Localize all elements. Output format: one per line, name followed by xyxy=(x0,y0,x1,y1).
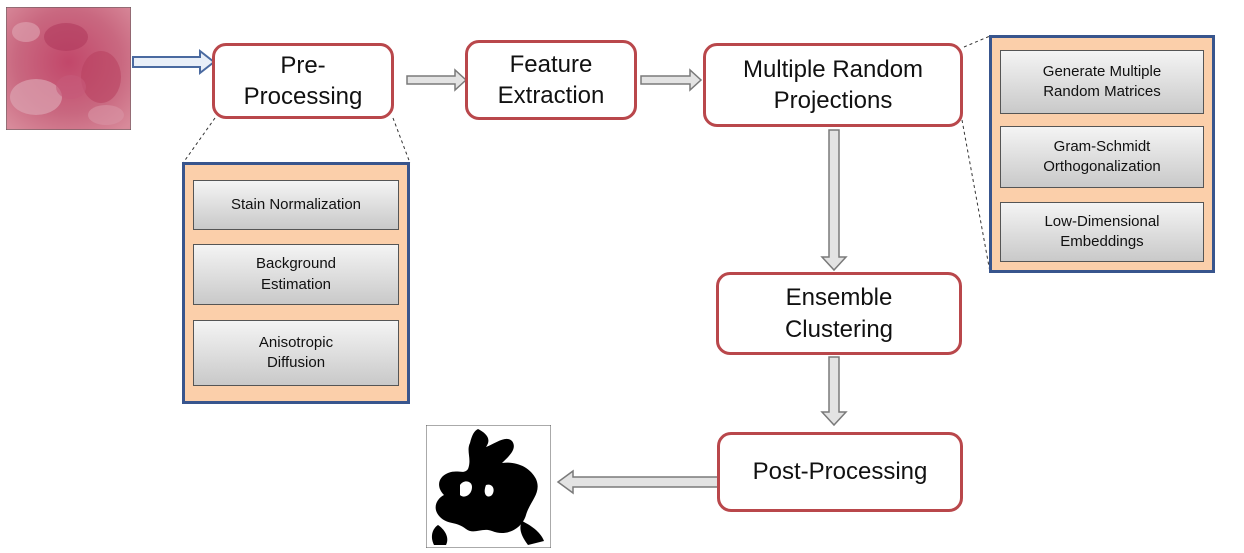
step-label: Background xyxy=(255,255,337,273)
preprocessing-detail-panel: Stain Normalization Background Estimatio… xyxy=(182,162,410,404)
node-label: Clustering xyxy=(784,315,894,343)
arrow-projections-to-ensemble xyxy=(820,129,848,272)
node-label: Post-Processing xyxy=(752,458,928,486)
step-label: Orthogonalization xyxy=(1043,158,1161,175)
segmentation-mask-image xyxy=(425,424,552,549)
histology-tissue-image xyxy=(5,6,132,131)
node-label: Extraction xyxy=(497,82,605,109)
step-label: Low-Dimensional xyxy=(1044,212,1160,230)
callout-line xyxy=(963,35,991,48)
step-label: Stain Normalization xyxy=(230,195,362,213)
feature-extraction-node: Feature Extraction xyxy=(465,40,637,120)
input-image xyxy=(5,6,132,131)
step-label: Anisotropic xyxy=(258,333,334,351)
random-projections-node: Multiple Random Projections xyxy=(703,43,963,127)
projections-detail-panel: Generate Multiple Random Matrices Gram-S… xyxy=(989,35,1215,273)
callout-line xyxy=(182,117,216,164)
node-label: Multiple Random xyxy=(742,55,924,83)
node-label: Pre- xyxy=(280,51,326,79)
low-dimensional-embeddings-step: Low-Dimensional Embeddings xyxy=(1000,202,1204,262)
output-image xyxy=(425,424,552,549)
node-label: Ensemble xyxy=(785,284,893,312)
gram-schmidt-step: Gram-Schmidt Orthogonalization xyxy=(1000,126,1204,188)
preprocessing-node: Pre- Processing xyxy=(212,43,394,119)
callout-line xyxy=(961,119,991,273)
arrow-preprocess-to-feature xyxy=(406,68,468,92)
step-label: Estimation xyxy=(260,275,332,293)
input-arrow xyxy=(132,48,216,76)
step-label: Gram-Schmidt xyxy=(1053,137,1151,155)
background-estimation-step: Background Estimation xyxy=(193,244,399,305)
node-label: Processing xyxy=(243,83,363,110)
generate-random-matrices-step: Generate Multiple Random Matrices xyxy=(1000,50,1204,114)
callout-line xyxy=(392,117,411,164)
anisotropic-diffusion-step: Anisotropic Diffusion xyxy=(193,320,399,386)
step-label: Embeddings xyxy=(1060,233,1144,250)
stain-normalization-step: Stain Normalization xyxy=(193,180,399,230)
step-label: Diffusion xyxy=(266,354,326,371)
step-label: Random Matrices xyxy=(1043,83,1161,100)
arrow-postprocess-to-output xyxy=(556,469,719,495)
node-label: Feature xyxy=(509,50,593,78)
ensemble-clustering-node: Ensemble Clustering xyxy=(716,272,962,355)
arrow-ensemble-to-postprocess xyxy=(820,356,848,427)
step-label: Generate Multiple xyxy=(1042,62,1162,80)
arrow-feature-to-projections xyxy=(640,68,703,92)
node-label: Projections xyxy=(773,87,893,114)
postprocessing-node: Post-Processing xyxy=(717,432,963,512)
